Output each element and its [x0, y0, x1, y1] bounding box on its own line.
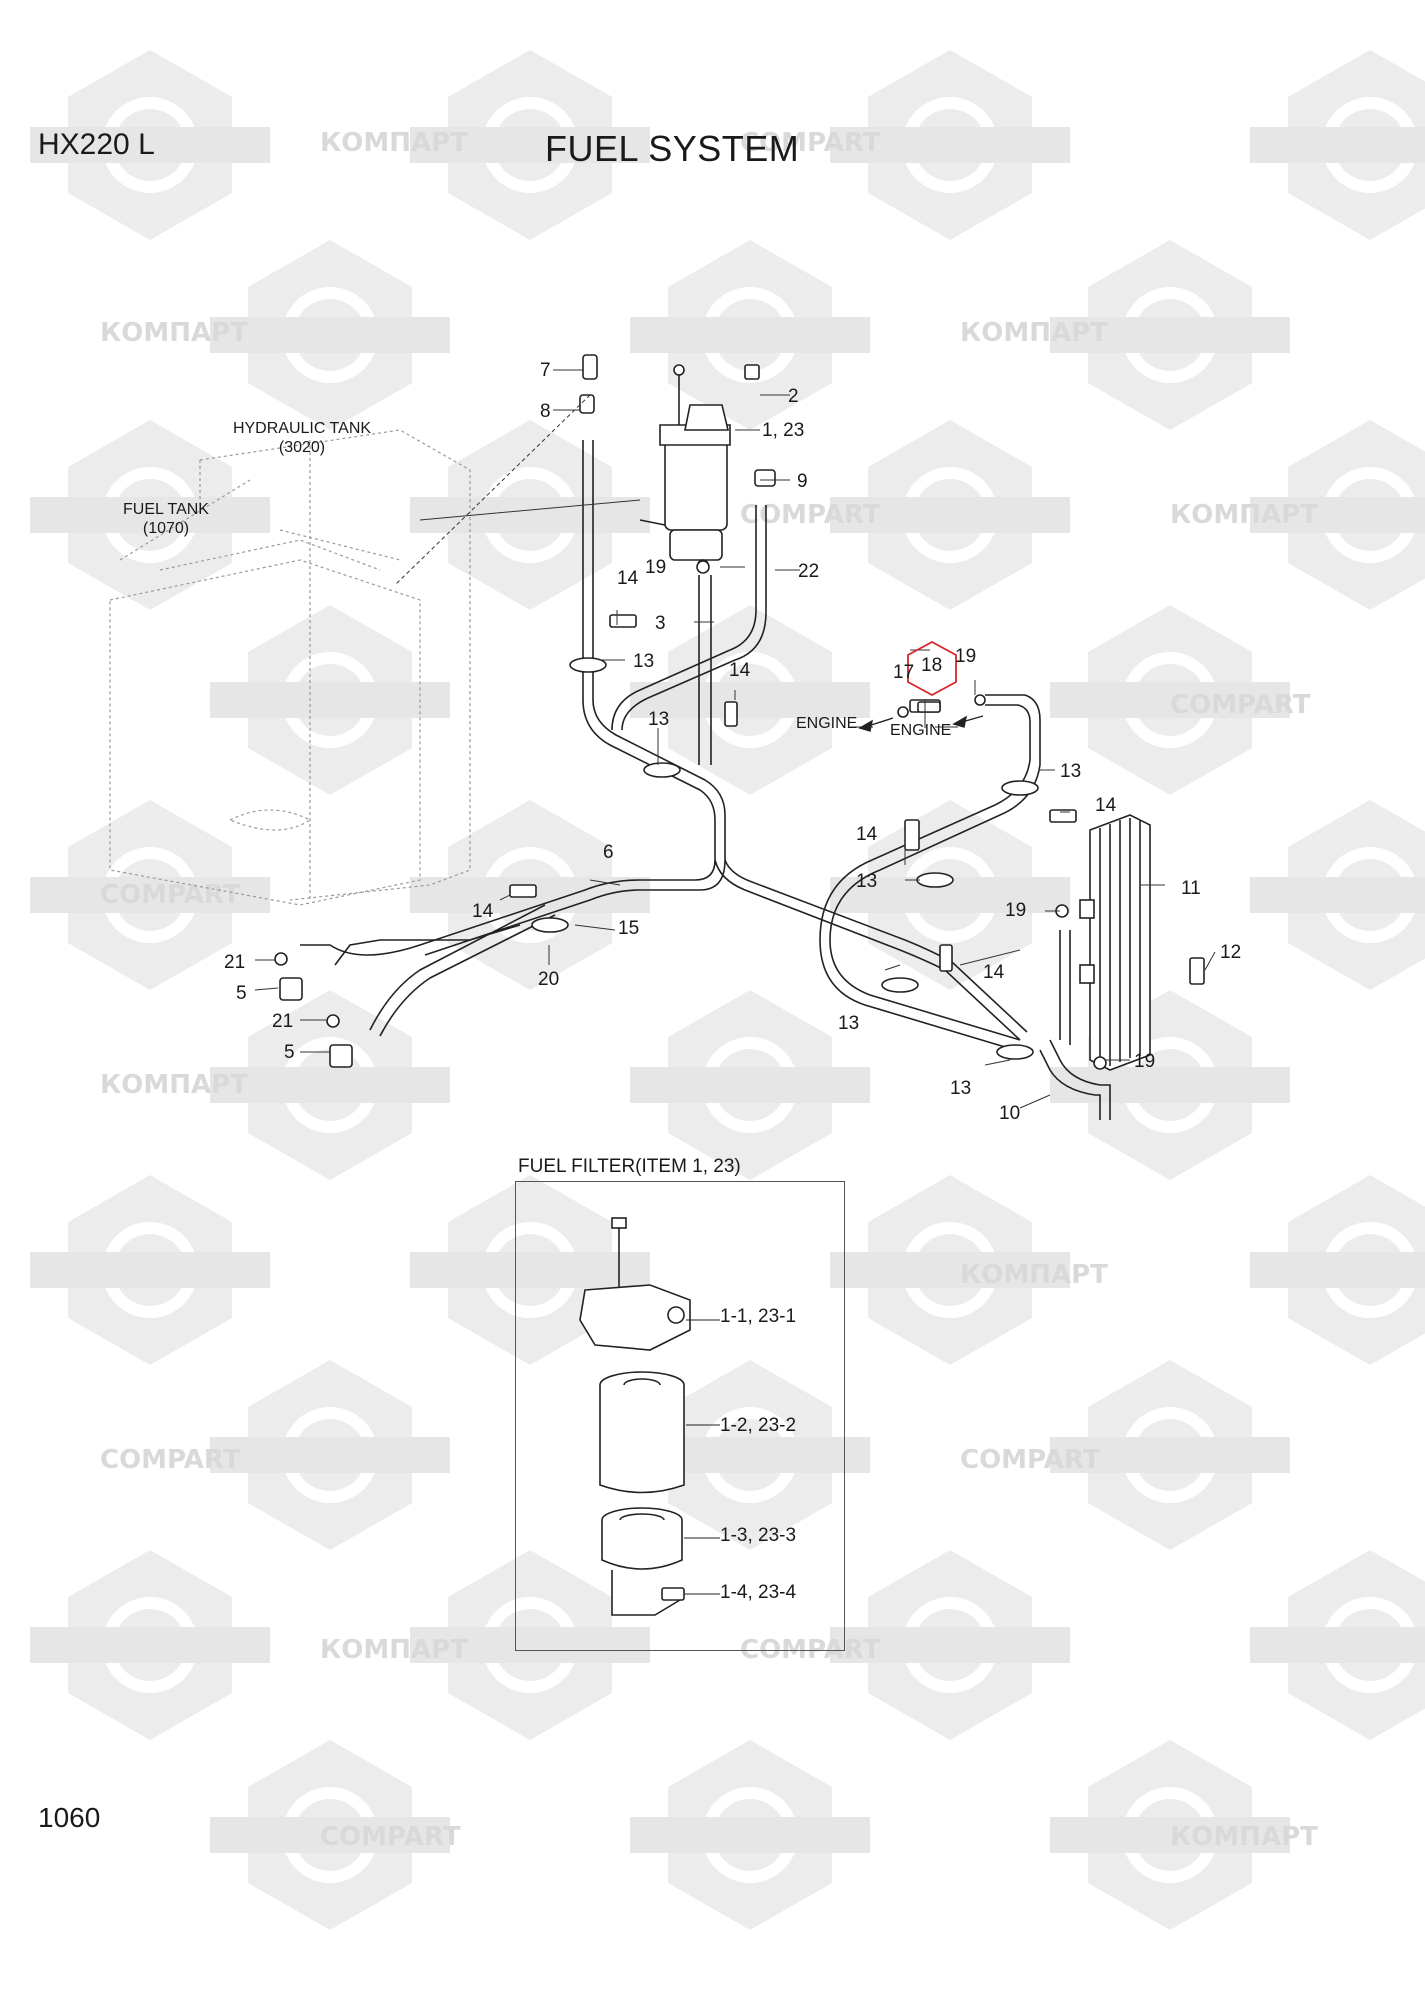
callout-22: 22 — [798, 561, 820, 582]
callout-1-23: 1, 23 — [762, 420, 805, 441]
fuel-filter-assembly — [639, 364, 731, 571]
highlight-hexagon — [907, 640, 957, 697]
callout-14: 14 — [856, 824, 878, 845]
callout-3: 3 — [655, 613, 666, 634]
fuel-cooler — [1079, 814, 1151, 1071]
watermark-text: КОМПАРТ — [960, 318, 1108, 348]
watermark-text: КОМПАРТ — [960, 1260, 1108, 1290]
model-name: HX220 L — [38, 128, 155, 161]
watermark-text: COMPART — [740, 500, 881, 530]
callout-19: 19 — [955, 646, 977, 667]
hydraulic-tank-name: HYDRAULIC TANK — [232, 420, 372, 437]
hydraulic-tank-ref: (3020) — [278, 439, 326, 456]
callout-12: 12 — [1220, 942, 1242, 963]
callout-19: 19 — [645, 557, 667, 578]
callout-8: 8 — [540, 401, 551, 422]
callout-5: 5 — [236, 983, 247, 1004]
callout-21: 21 — [224, 952, 246, 973]
callout-14: 14 — [617, 568, 639, 589]
engine-label: ENGINE — [796, 715, 858, 732]
watermark-text: COMPART — [1170, 690, 1311, 720]
callout-9: 9 — [797, 471, 808, 492]
tank-outlines — [109, 429, 471, 906]
watermark-text: COMPART — [960, 1445, 1101, 1475]
callout-13: 13 — [856, 871, 878, 892]
callout-5: 5 — [284, 1042, 295, 1063]
page-title: FUEL SYSTEM — [545, 128, 800, 169]
callout-6: 6 — [603, 842, 614, 863]
callout-14: 14 — [983, 962, 1005, 983]
engine-label: ENGINE — [890, 722, 952, 739]
inset-title: FUEL FILTER(ITEM 1, 23) — [518, 1156, 741, 1177]
callout-13: 13 — [648, 709, 670, 730]
watermark-text: КОМПАРТ — [1170, 500, 1318, 530]
callout-11: 11 — [1181, 878, 1201, 899]
watermark-text: КОМПАРТ — [100, 318, 248, 348]
watermark-text: КОМПАРТ — [100, 1070, 248, 1100]
callout-13: 13 — [1060, 761, 1082, 782]
inset-drawing — [579, 1217, 720, 1616]
clamps — [531, 657, 1039, 1060]
watermark-text: COMPART — [100, 880, 241, 910]
callout-18: 18 — [921, 655, 943, 676]
inset-part-label: 1-3, 23-3 — [720, 1525, 797, 1546]
watermark-text: КОМПАРТ — [1170, 1822, 1318, 1852]
watermark-text: КОМПАРТ — [320, 128, 468, 158]
callout-14: 14 — [729, 660, 751, 681]
inset-part-label: 1-2, 23-2 — [720, 1415, 797, 1436]
callout-13: 13 — [633, 651, 655, 672]
callout-17: 17 — [893, 662, 915, 683]
page-number: 1060 — [38, 1802, 101, 1833]
callout-13: 13 — [838, 1013, 860, 1034]
callout-7: 7 — [540, 360, 551, 381]
fuel-tank-ref: (1070) — [142, 520, 190, 537]
watermark-text: COMPART — [320, 1822, 461, 1852]
engine-arrows — [858, 715, 984, 732]
callout-19: 19 — [1005, 900, 1027, 921]
watermark-text: КОМПАРТ — [320, 1635, 468, 1665]
watermark-text: COMPART — [740, 128, 881, 158]
fuel-tank-label: FUEL TANK (1070) — [106, 500, 226, 538]
hydraulic-tank-label: HYDRAULIC TANK (3020) — [222, 419, 382, 457]
callout-21: 21 — [272, 1011, 294, 1032]
callout-20: 20 — [538, 969, 560, 990]
fittings — [274, 354, 1205, 1070]
inset-part-label: 1-1, 23-1 — [720, 1306, 797, 1327]
leader-lines — [254, 369, 1216, 1109]
fuel-tank-name: FUEL TANK — [123, 501, 209, 518]
callout-14: 14 — [472, 901, 494, 922]
callout-19: 19 — [1134, 1051, 1156, 1072]
callout-14: 14 — [1095, 795, 1117, 816]
callout-2: 2 — [788, 386, 799, 407]
watermark-text: COMPART — [100, 1445, 241, 1475]
inset-part-label: 1-4, 23-4 — [720, 1582, 797, 1603]
pipes — [300, 440, 1111, 1120]
callout-13: 13 — [950, 1078, 972, 1099]
fuel-filter-inset — [515, 1181, 845, 1651]
callout-10: 10 — [999, 1103, 1021, 1124]
callout-15: 15 — [618, 918, 640, 939]
